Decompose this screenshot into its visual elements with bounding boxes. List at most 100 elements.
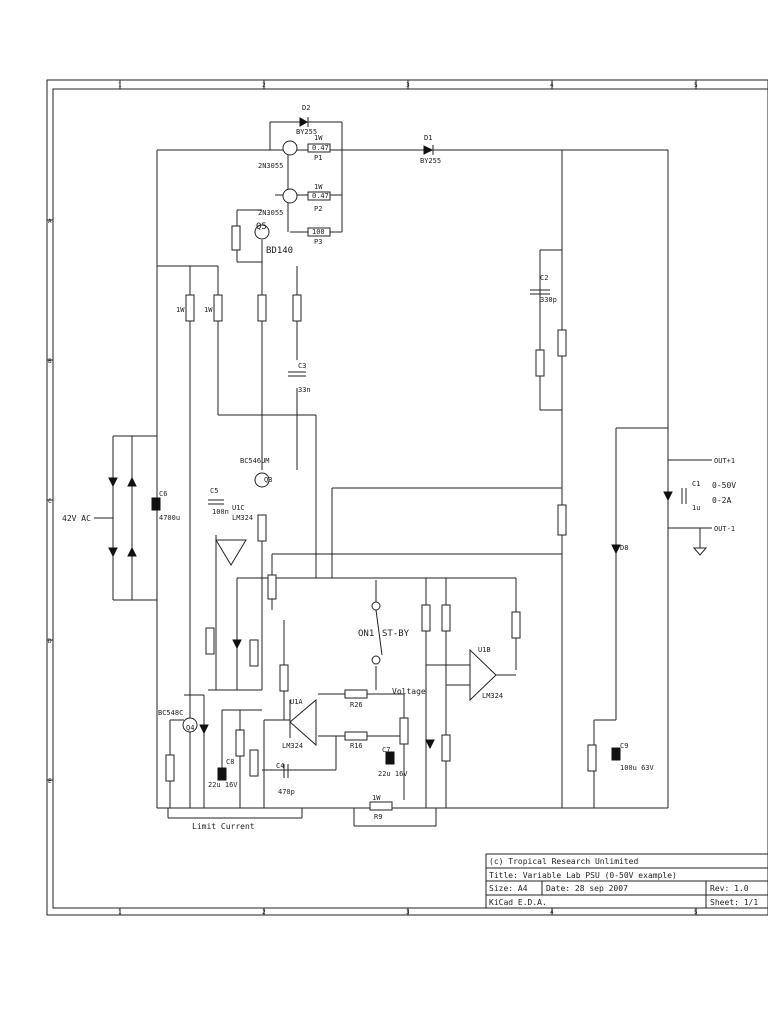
c5-ref: C5	[210, 487, 218, 495]
col-5-label-bottom: 5	[694, 909, 698, 916]
transistor-q4	[182, 717, 198, 733]
resistor-r22	[235, 729, 245, 757]
switch-on1	[371, 601, 383, 665]
resistor-r18	[535, 349, 545, 377]
diode-d4	[232, 639, 242, 650]
opamp-u1c	[215, 539, 247, 566]
row-c-label: C	[48, 498, 52, 505]
resistor-r17	[557, 329, 567, 357]
q3-value: BC546UM	[240, 457, 270, 465]
c5-value: 100n	[212, 508, 229, 516]
c2-value: 330p	[540, 296, 557, 304]
r16-ref: R16	[350, 742, 363, 750]
title-block-size: Size: A4	[489, 884, 528, 893]
c1-value: 1u	[692, 504, 700, 512]
resistor-r15	[557, 504, 567, 536]
potentiometer-rv1	[399, 717, 409, 745]
d2-value: BY255	[296, 128, 317, 136]
resistor-r8	[587, 744, 597, 772]
diode-d5	[127, 476, 137, 487]
q2-value: 2N3055	[258, 209, 283, 217]
p2-ref: P2	[314, 205, 322, 213]
p1-ref: P1	[314, 154, 322, 162]
col-1-label: 1	[118, 82, 122, 89]
resistor-p1	[307, 143, 331, 153]
diode-d7	[663, 491, 673, 502]
voltage-label: Voltage	[392, 687, 426, 696]
resistor-r3	[231, 225, 241, 251]
c3-ref: C3	[298, 362, 306, 370]
ground-symbol	[692, 547, 708, 556]
col-3-label-bottom: 3	[406, 909, 410, 916]
resistor-r14	[279, 664, 289, 692]
transistor-q1	[282, 140, 298, 156]
q5-ref: Q5	[256, 222, 267, 232]
resistor-r9	[369, 801, 393, 811]
c9-value: 100u 63V	[620, 764, 655, 772]
resistor-r23	[185, 294, 195, 322]
d1-value: BY255	[420, 157, 441, 165]
resistor-r19	[249, 749, 259, 777]
c8-ref: C8	[226, 758, 234, 766]
col-1-label-bottom: 1	[118, 909, 122, 916]
u1a-value: LM324	[282, 742, 303, 750]
resistors	[165, 143, 597, 811]
title-block-copyright: (c) Tropical Research Unlimited	[489, 857, 638, 866]
col-4-label-bottom: 4	[550, 909, 554, 916]
r9-power: 1W	[372, 794, 381, 802]
resistor-r4	[292, 294, 302, 322]
capacitor-c6	[151, 497, 161, 511]
q5-value: BD140	[266, 246, 293, 256]
u1b-value: LM324	[482, 692, 503, 700]
u1c-value: LM324	[232, 514, 253, 522]
opamps	[215, 539, 497, 747]
title-block-date: Date: 28 sep 2007	[546, 884, 628, 893]
diode-d9	[108, 547, 118, 558]
u1a-ref: U1A	[290, 698, 303, 706]
diode-d1	[423, 145, 434, 155]
c7-ref: C7	[382, 746, 390, 754]
col-2-label-bottom: 2	[262, 909, 266, 916]
voltage-range: 0-50V	[712, 481, 736, 490]
diode-d11	[425, 739, 435, 750]
resistor-r5	[441, 734, 451, 762]
title-block-tool: KiCad E.D.A.	[489, 898, 547, 907]
capacitor-c9	[611, 747, 621, 761]
c7-value: 22u 16V	[378, 770, 408, 778]
resistor-p3	[307, 227, 331, 237]
title-block-title: Title: Variable Lab PSU (0-50V example)	[489, 871, 677, 880]
resistor-r25	[165, 754, 175, 782]
diode-d2	[299, 117, 309, 127]
transistor-q2	[282, 188, 298, 204]
q1-value: 2N3055	[258, 162, 283, 170]
opamp-u1a	[289, 698, 317, 747]
current-range: 0-2A	[712, 496, 731, 505]
c4-value: 470p	[278, 788, 295, 796]
p3-ref: P3	[314, 238, 322, 246]
p1-value: 0.47	[312, 144, 329, 152]
capacitor-c7	[385, 751, 395, 765]
resistor-r26	[344, 689, 368, 699]
resistor-r27	[213, 294, 223, 322]
col-4-label: 4	[550, 82, 554, 89]
p3-value: 100	[312, 228, 325, 236]
u1c-ref: U1C	[232, 504, 245, 512]
d2-ref: D2	[302, 104, 310, 112]
q3-ref: Q3	[264, 476, 272, 484]
c6-value: 4700u	[159, 514, 180, 522]
resistor-r24	[249, 639, 259, 667]
row-b-label: B	[48, 358, 52, 365]
resistor-r28	[257, 294, 267, 322]
limit-current-label: Limit Current	[192, 822, 255, 831]
ac-input-label: 42V AC	[62, 514, 91, 523]
d8-ref: D8	[620, 544, 628, 552]
row-d-label: D	[48, 638, 52, 645]
col-3-label: 3	[406, 82, 410, 89]
r27-power: 1W	[204, 306, 213, 314]
p2-power: 1W	[314, 183, 323, 191]
drawing-frame	[46, 79, 768, 916]
resistor-r13	[257, 514, 267, 542]
resistor-r16	[344, 731, 368, 741]
